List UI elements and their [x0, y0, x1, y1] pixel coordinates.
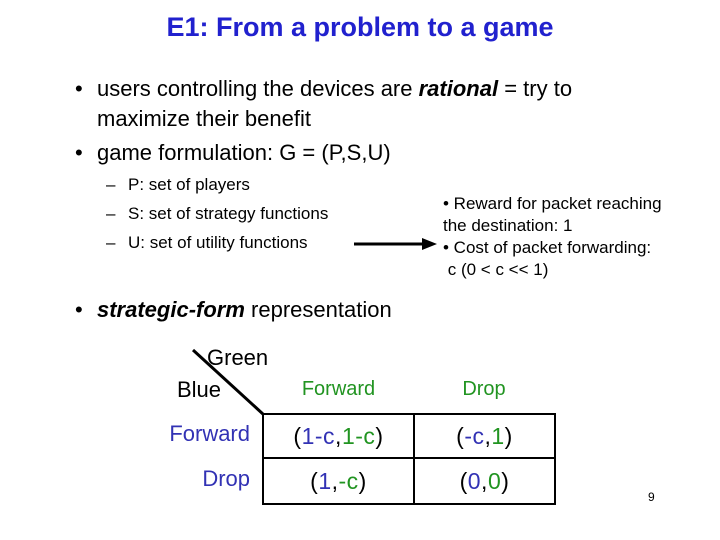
green-payoff: 1-c — [341, 422, 376, 449]
green-payoff: 1 — [491, 422, 505, 449]
payoff-matrix: (1-c, 1-c) (-c, 1) (1, -c) (0, 0) — [262, 413, 556, 505]
matrix-cell-drop-drop: (0, 0) — [415, 459, 554, 503]
column-header-forward: Forward — [301, 378, 376, 400]
note-line: c (0 < c << 1) — [443, 260, 549, 279]
blue-payoff: -c — [464, 422, 485, 449]
bullet-glyph: • — [75, 297, 83, 322]
paren-open: ( — [310, 467, 319, 494]
bullet-rational: • users controlling the devices are rati… — [75, 74, 645, 134]
sub-bullet-utilities: U: set of utility functions — [128, 233, 308, 252]
column-header-drop: Drop — [462, 378, 506, 400]
note-line: • Reward for packet reaching — [443, 194, 662, 213]
row-header-forward: Forward — [169, 421, 250, 446]
bullet-glyph: • — [75, 140, 83, 165]
text-segment-pre: users controlling the devices are — [97, 76, 419, 101]
matrix-cell-forward-forward: (1-c, 1-c) — [264, 415, 415, 459]
list-item: – S: set of strategy functions — [106, 199, 328, 228]
blue-payoff: 1-c — [301, 422, 336, 449]
player-label-blue: Blue — [177, 377, 222, 402]
bullet-rational-text: users controlling the devices are ration… — [97, 74, 642, 134]
paren-open: ( — [456, 422, 465, 449]
bullet-strategic-form: • strategic-form representation — [75, 295, 645, 325]
text-segment-post: representation — [244, 297, 392, 322]
note-line: • Cost of packet forwarding: — [443, 238, 652, 257]
bullet-strategic-form-text: strategic-form representation — [97, 295, 392, 325]
right-arrow-icon — [354, 238, 437, 250]
bullet-game-formulation-text: game formulation: G = (P,S,U) — [97, 140, 391, 165]
green-payoff: 0 — [487, 467, 502, 494]
page-title: E1: From a problem to a game — [166, 12, 554, 42]
paren-open: ( — [459, 467, 468, 494]
bullet-glyph: • — [75, 76, 83, 101]
dash-glyph: – — [106, 233, 116, 252]
note-line: the destination: 1 — [443, 216, 573, 235]
matrix-cell-drop-forward: (1, -c) — [264, 459, 415, 503]
matrix-cell-forward-drop: (-c, 1) — [415, 415, 554, 459]
dash-glyph: – — [106, 175, 116, 194]
blue-payoff: 0 — [467, 467, 482, 494]
row-header-drop: Drop — [202, 466, 250, 491]
list-item: – P: set of players — [106, 170, 328, 199]
paren-close: ) — [375, 422, 384, 449]
paren-close: ) — [504, 422, 513, 449]
separator: , — [331, 467, 339, 494]
dash-glyph: – — [106, 204, 116, 223]
page-number: 9 — [648, 490, 655, 504]
sub-bullet-players: P: set of players — [128, 175, 250, 194]
separator: , — [484, 422, 492, 449]
text-segment-rational: rational — [418, 76, 499, 101]
green-payoff: -c — [338, 467, 359, 494]
paren-open: ( — [293, 422, 302, 449]
text-segment-strategic-form: strategic-form — [97, 297, 245, 322]
player-label-green: Green — [207, 345, 269, 370]
bullet-game-formulation: • game formulation: G = (P,S,U) — [75, 138, 645, 168]
sub-bullet-strategies: S: set of strategy functions — [128, 204, 329, 223]
paren-close: ) — [501, 467, 510, 494]
blue-payoff: 1 — [318, 467, 332, 494]
list-item: – U: set of utility functions — [106, 228, 328, 257]
diagonal-divider-line — [191, 348, 266, 417]
reward-cost-note: • Reward for packet reaching the destina… — [443, 193, 711, 281]
text-segment-post: = try to maximize their benefit — [97, 76, 573, 131]
separator: , — [335, 422, 342, 449]
sub-bullet-list: – P: set of players – S: set of strategy… — [106, 170, 328, 257]
separator: , — [481, 467, 488, 494]
paren-close: ) — [358, 467, 367, 494]
